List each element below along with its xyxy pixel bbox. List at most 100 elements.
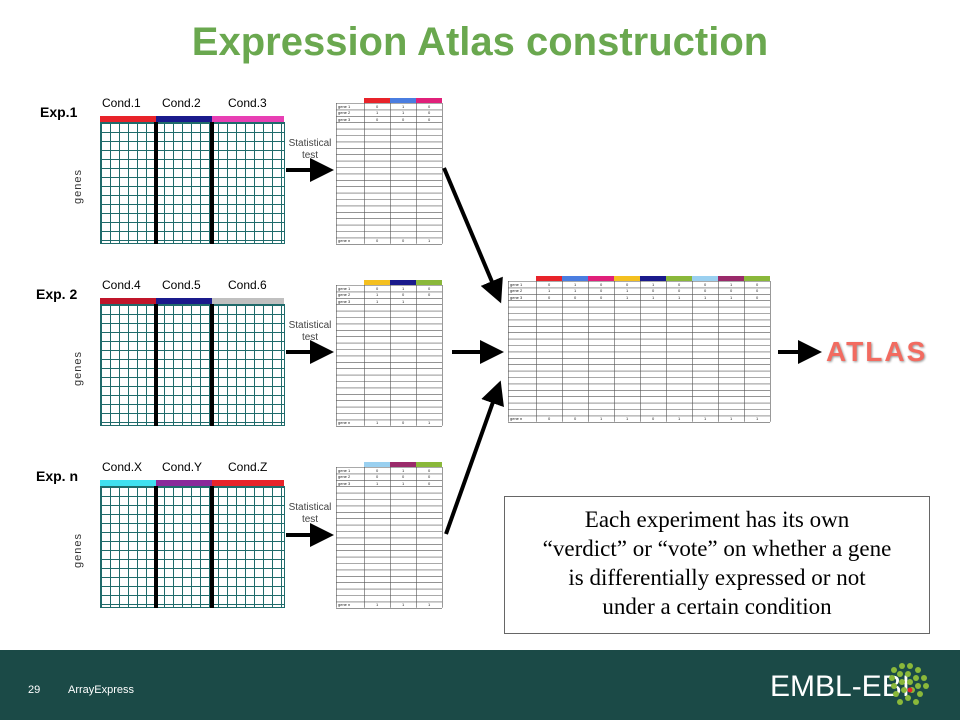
table-header-color — [364, 462, 390, 467]
table-header-color — [588, 276, 614, 281]
table-value: 1 — [428, 238, 431, 244]
condition-color-bar — [156, 480, 212, 486]
condition-separator — [210, 486, 214, 608]
condition-separator — [210, 304, 214, 426]
table-value: 0 — [376, 116, 379, 122]
condition-label: Cond.3 — [228, 96, 267, 110]
condition-color-bar — [100, 116, 156, 122]
table-header-color — [364, 280, 390, 285]
table-value: 1 — [730, 282, 733, 287]
table-gene-name: gene 1 — [338, 286, 351, 291]
stat-label-line-2: test — [301, 332, 319, 343]
table-value: 1 — [626, 288, 629, 294]
embl-ebi-logo-icon — [889, 663, 929, 705]
table-header-color — [536, 276, 562, 281]
table-value: 1 — [678, 294, 681, 300]
table-value: 0 — [402, 474, 405, 480]
table-value: 0 — [548, 294, 551, 300]
table-value: 1 — [652, 294, 655, 300]
table-value: 0 — [626, 282, 629, 287]
table-value: 0 — [678, 288, 681, 294]
table-gene-name: gene 2 — [338, 474, 351, 480]
table-value: 0 — [652, 416, 655, 422]
condition-separator — [154, 122, 158, 244]
table-gene-name: gene n — [338, 238, 351, 244]
embl-ebi-logo-text: EMBL-EBI — [770, 670, 911, 703]
table-value: 1 — [548, 288, 551, 294]
table-value: 1 — [402, 480, 405, 486]
condition-label: Cond.2 — [162, 96, 201, 110]
table-header-color — [614, 276, 640, 281]
expression-matrix — [100, 304, 285, 426]
table-value: 0 — [402, 238, 405, 244]
table-gene-name: gene n — [338, 602, 351, 608]
table-header-color — [692, 276, 718, 281]
table-value: 1 — [376, 292, 379, 298]
table-header-color — [744, 276, 770, 281]
table-gene-name: gene 3 — [338, 298, 351, 304]
table-value: 0 — [678, 282, 681, 287]
stat-label-line-2: test — [301, 150, 319, 161]
table-gene-name: gene n — [338, 420, 351, 426]
verdict-line-3: is differentially expressed or not — [568, 565, 866, 590]
table-value: 1 — [376, 420, 379, 426]
table-value: 0 — [548, 416, 551, 422]
table-value: 1 — [376, 298, 379, 304]
table-value: 0 — [652, 288, 655, 294]
stat-label-line-2: test — [301, 514, 319, 525]
table-gene-name: gene 3 — [510, 294, 523, 300]
table-header-color — [562, 276, 588, 281]
table-value: 0 — [600, 294, 603, 300]
table-header-color — [364, 98, 390, 103]
table-value: 0 — [548, 282, 551, 287]
verdict-line-2: “verdict” or “vote” on whether a gene — [542, 536, 892, 561]
verdict-textbox: Each experiment has its own “verdict” or… — [504, 496, 930, 634]
arrows-layer — [286, 158, 822, 547]
stat-label-line-1: Statistical — [288, 320, 332, 331]
table-value: 0 — [600, 282, 603, 287]
experiment-label: Exp.1 — [40, 104, 78, 120]
table-value: 1 — [402, 104, 405, 109]
experiment-label: Exp. 2 — [36, 286, 78, 302]
table-gene-name: gene 3 — [338, 480, 351, 486]
table-value: 0 — [402, 420, 405, 426]
condition-color-bar — [156, 116, 212, 122]
table-header-color — [416, 280, 442, 285]
table-value: 1 — [704, 294, 707, 300]
condition-color-bar — [100, 480, 156, 486]
stat-label-line-1: Statistical — [288, 502, 332, 513]
stat-label-line-1: Statistical — [288, 138, 332, 149]
footer-text: ArrayExpress — [68, 684, 135, 696]
table-value: 0 — [428, 292, 431, 298]
table-value: 1 — [730, 294, 733, 300]
table-value: 1 — [600, 416, 603, 422]
condition-color-bar — [212, 480, 284, 486]
table-header-color — [718, 276, 744, 281]
table-value: 0 — [402, 116, 405, 122]
table-value: 1 — [574, 288, 577, 294]
table-header-color — [390, 462, 416, 467]
table-gene-name: gene 1 — [510, 282, 523, 287]
table-value: 1 — [402, 298, 405, 304]
table-value: 1 — [428, 602, 431, 608]
table-value: 1 — [376, 602, 379, 608]
table-value: 0 — [376, 286, 379, 291]
table-value: 1 — [626, 416, 629, 422]
table-gene-name: gene 2 — [338, 110, 351, 116]
table-value: 1 — [376, 110, 379, 116]
condition-label: Cond.Z — [228, 460, 268, 474]
table-gene-name: gene 1 — [338, 104, 351, 109]
table-value: 1 — [574, 282, 577, 287]
condition-label: Cond.6 — [228, 278, 267, 292]
table-value: 0 — [574, 294, 577, 300]
condition-separator — [154, 486, 158, 608]
condition-separator — [154, 304, 158, 426]
condition-label: Cond.4 — [102, 278, 141, 292]
table-value: 1 — [376, 480, 379, 486]
